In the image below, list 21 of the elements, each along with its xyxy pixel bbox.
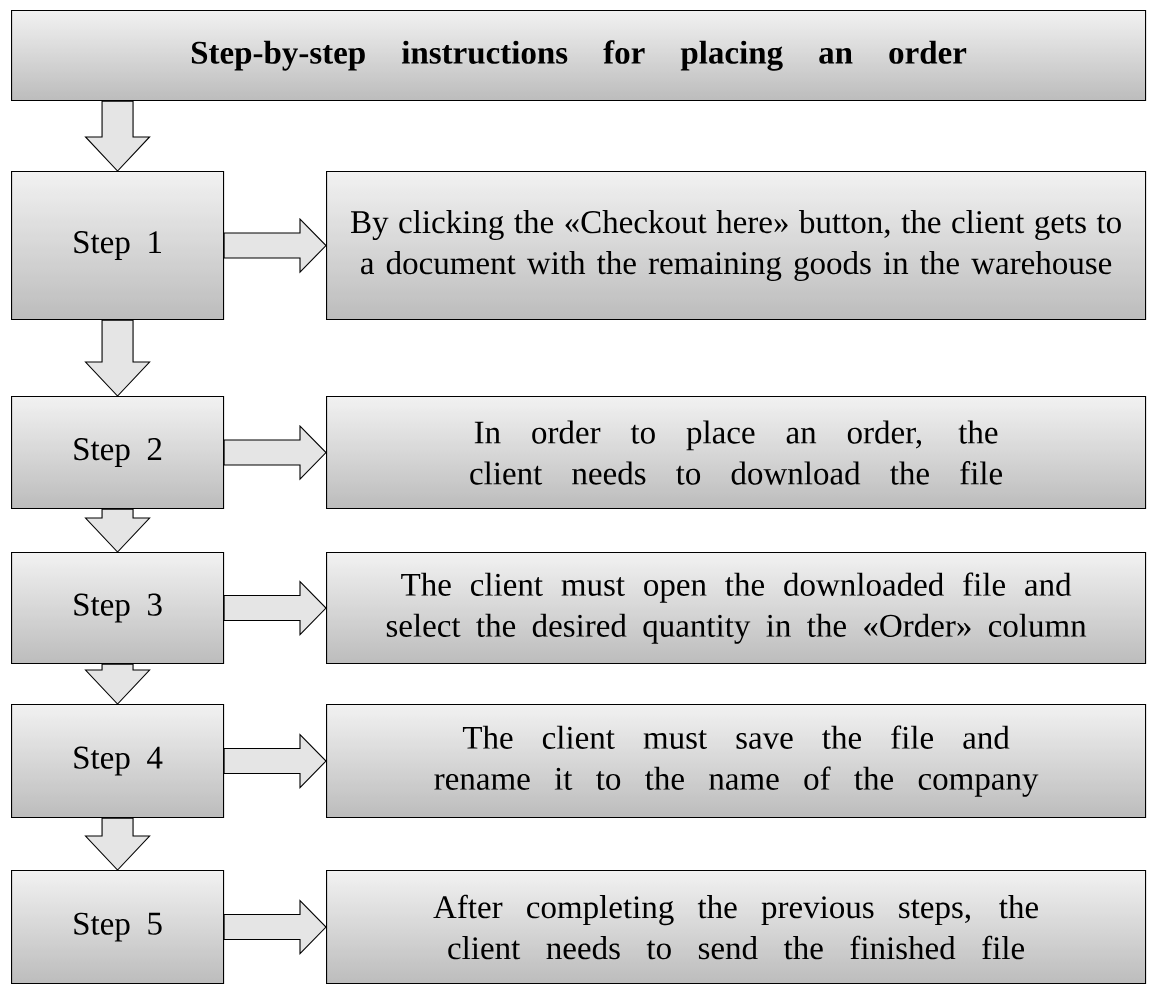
block-arrow	[223, 580, 327, 636]
description-box: By clicking the «Checkout here» button, the client gets to a document with the remaining goods in the warehouse	[326, 171, 1147, 321]
step-box: Step 1	[11, 171, 225, 321]
step-box: Step 4	[11, 704, 225, 819]
title-box: Step-by-step instructions for placing an order	[11, 10, 1147, 102]
block-arrow	[84, 319, 151, 397]
description-box: After completing the previous steps, the client needs to send the finished file	[326, 870, 1147, 985]
step-box: Step 5	[11, 870, 225, 985]
step-box: Step 2	[11, 396, 225, 510]
description-box: The client must save the file and rename it to the name of the company	[326, 704, 1147, 819]
block-arrow	[223, 424, 327, 481]
block-arrow	[223, 899, 327, 955]
block-arrow	[223, 217, 327, 274]
block-arrow	[84, 508, 151, 553]
description-box: The client must open the downloaded file and select the desired quantity in the «Order» column	[326, 552, 1147, 665]
block-arrow	[84, 663, 151, 705]
block-arrow	[84, 817, 151, 871]
block-arrow	[84, 100, 151, 172]
description-box: In order to place an order, the client needs to download the file	[326, 396, 1147, 510]
block-arrow	[223, 733, 327, 789]
step-box: Step 3	[11, 552, 225, 665]
